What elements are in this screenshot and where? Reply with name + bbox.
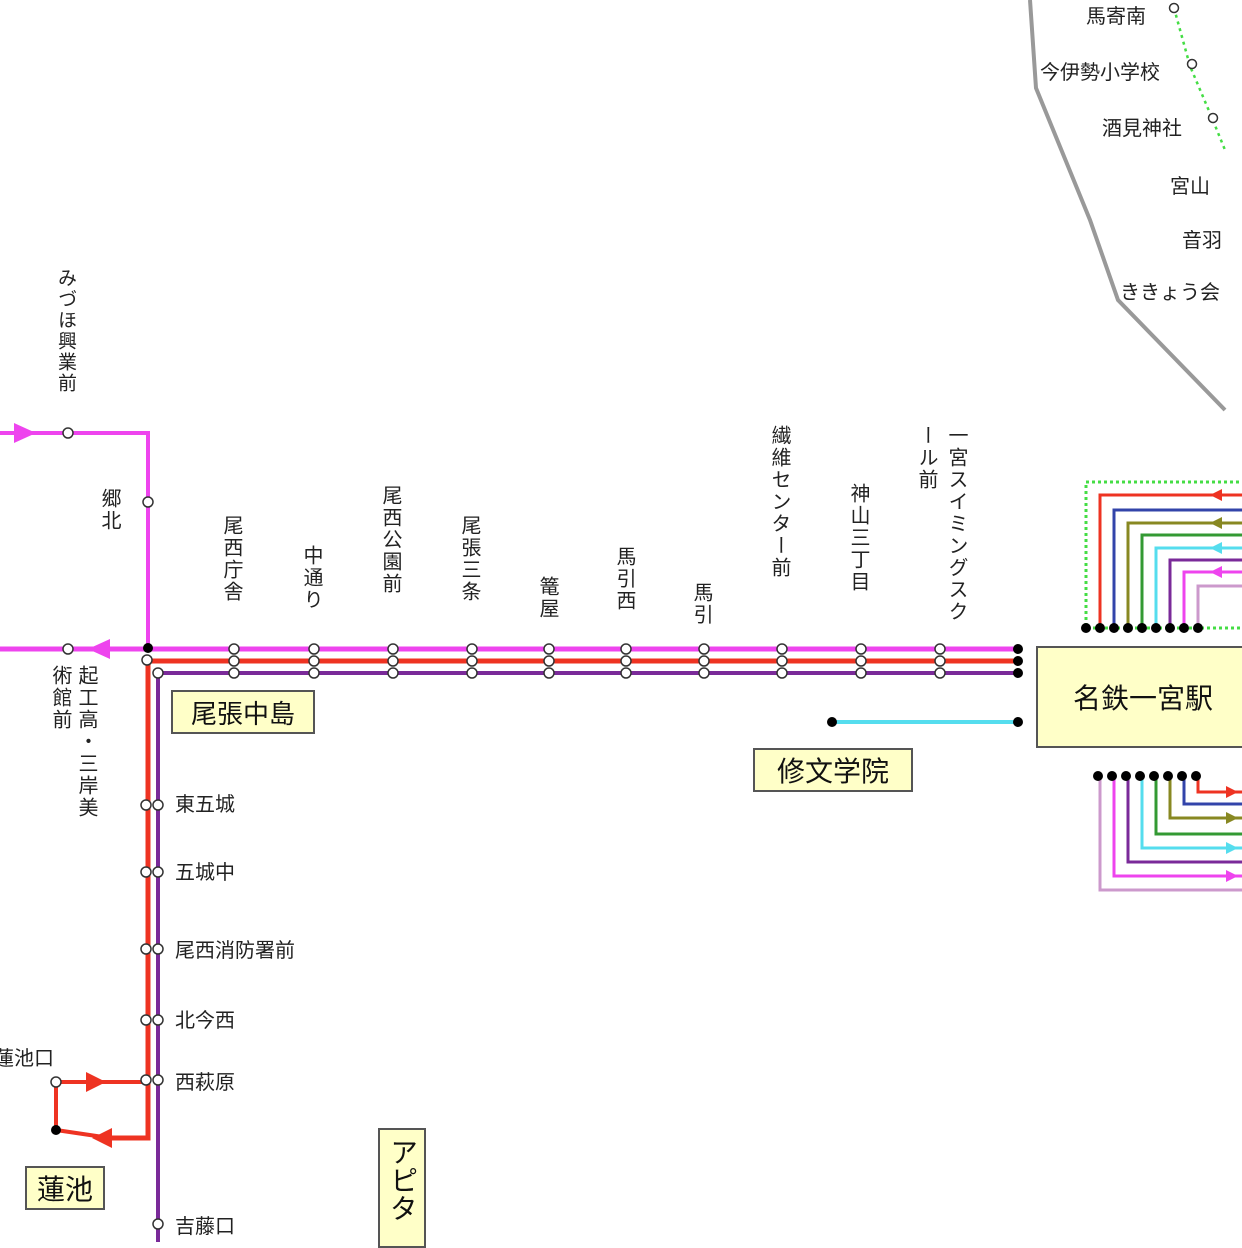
stop-label-text: 蓮池口 [0, 1048, 54, 1068]
stop-label: 西萩原 [175, 1070, 235, 1094]
terminal-dot [1013, 717, 1023, 727]
station-box-meitetsu-ichinomiya: 名鉄一宮駅 [1036, 646, 1242, 748]
trunk-stop-markers [228, 643, 946, 679]
stop-label: 神山三丁目 [847, 483, 871, 593]
station-bay-top-dots [1081, 623, 1203, 633]
stop-label: 馬引 [690, 582, 714, 626]
stop-label: 尾張三条 [458, 515, 482, 603]
route-direction-arrow [86, 1072, 106, 1092]
stop-label: 馬引西 [613, 546, 637, 612]
station-bay-bottom-dots [1093, 771, 1201, 781]
stop-label: 東五城 [175, 792, 235, 816]
stop-label: 尾西公園前 [379, 485, 403, 595]
station-bay-bottom [1098, 776, 1242, 892]
topright-stop-markers [1168, 2, 1219, 124]
hasuike-loop [54, 1080, 148, 1140]
stop-label: 中通り [300, 545, 324, 611]
route-direction-arrow [88, 639, 110, 659]
stop-label: 尾西庁舎 [220, 515, 244, 603]
terminal-dot [1013, 644, 1023, 654]
place-box-hasuike: 蓮池 [25, 1166, 105, 1210]
red-route-vertical [110, 661, 151, 1141]
left-stop-markers [62, 427, 164, 679]
station-bay-top [1084, 480, 1242, 630]
station-bay-top-arrows [1210, 489, 1222, 578]
stop-label: ききょう会 [1120, 282, 1220, 302]
route-direction-arrow [14, 423, 36, 443]
area-boundary-line [1028, 0, 1227, 412]
stop-label-gokita: 郷北 [98, 488, 122, 532]
stop-label: 繊維センター前 [768, 425, 792, 579]
stop-label-hasuike-guchi: 蓮池口 [0, 1048, 54, 1068]
stop-label-mizuho: みづほ興業前 [55, 268, 77, 394]
terminal-dot [827, 717, 837, 727]
place-box-owari-nakashima: 尾張中島 [171, 690, 315, 734]
station-bay-bottom-arrows [1226, 786, 1238, 882]
stop-label: 五城中 [175, 860, 235, 884]
stop-label: 宮山 [1170, 174, 1210, 198]
terminal-dot [51, 1125, 61, 1135]
place-box-shubun-gakuin: 修文学院 [753, 748, 913, 792]
vertical-stop-markers [50, 799, 164, 1230]
route-direction-arrow [92, 1128, 112, 1148]
junction-dot [143, 643, 153, 653]
terminal-dot [1013, 656, 1023, 666]
stop-label: 酒見神社 [1102, 116, 1182, 140]
dotted-route-topright [1172, 7, 1227, 151]
stop-label: 馬寄南 [1086, 4, 1146, 28]
stop-label: 一宮スイミングスクール前 [915, 425, 969, 623]
stop-label: 篭屋 [536, 576, 560, 620]
stop-label: 吉藤口 [175, 1214, 235, 1238]
stop-label: 北今西 [175, 1008, 235, 1032]
magenta-route-left [0, 431, 150, 648]
stop-label-okoshi: 起工高・三岸美術館前 [49, 665, 99, 819]
stop-label: 今伊勢小学校 [1040, 60, 1160, 84]
stop-label: 音羽 [1182, 230, 1222, 250]
stop-label: 尾西消防署前 [175, 938, 295, 962]
place-box-apita: アピタ [378, 1128, 426, 1248]
terminal-dot [1013, 668, 1023, 678]
